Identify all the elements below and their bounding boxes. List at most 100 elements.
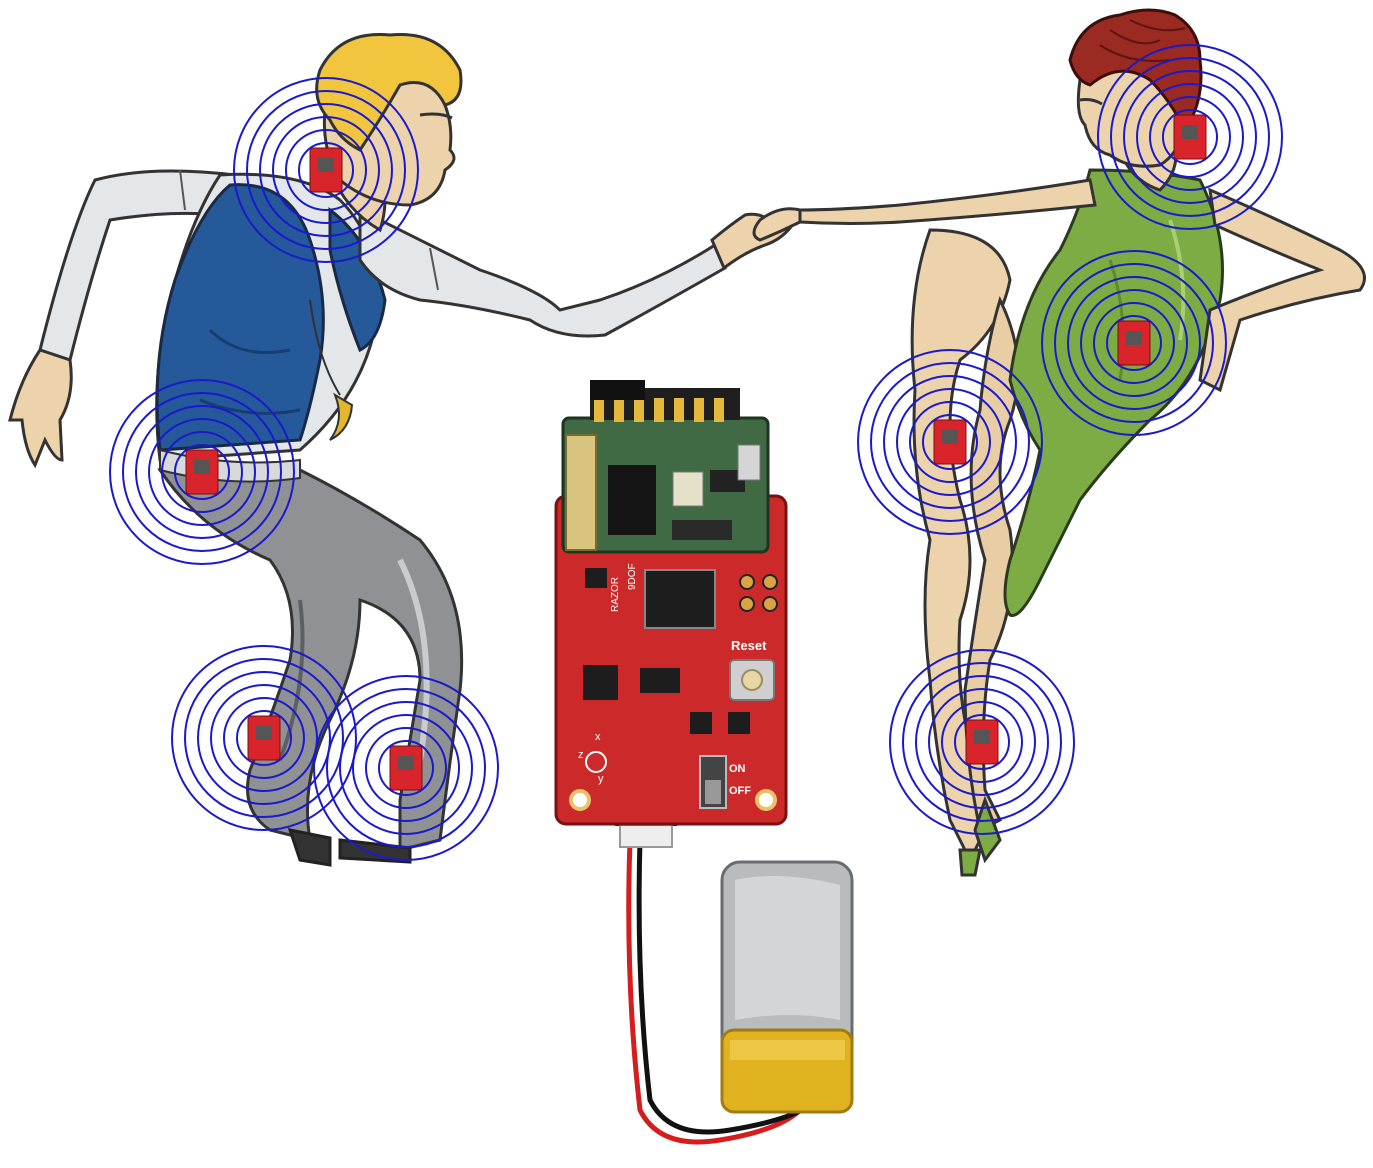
mini-sensor-chip xyxy=(318,158,334,172)
header-pins xyxy=(590,380,740,422)
silk-razor-label: RAZOR xyxy=(610,577,621,612)
signal-ring xyxy=(378,740,434,796)
silk-reset-label: Reset xyxy=(731,638,767,653)
sensor-node xyxy=(889,649,1075,835)
signal-ring xyxy=(1080,289,1188,397)
battery-wire-black xyxy=(636,839,812,1135)
signal-ring xyxy=(941,701,1023,783)
sensor-node xyxy=(233,77,419,263)
signal-ring xyxy=(259,103,393,237)
silk-z-label: z xyxy=(578,749,584,761)
sensor-node xyxy=(171,645,357,831)
signal-ring xyxy=(1054,263,1214,423)
signal-ring xyxy=(857,349,1043,535)
mini-sensor-chip xyxy=(398,756,414,770)
razor-imu-board-photo: Reset ON OFF RAZOR 9DOF x z y xyxy=(554,380,854,1145)
mounting-hole xyxy=(755,789,777,811)
signal-ring xyxy=(922,414,978,470)
signal-ring xyxy=(928,688,1036,796)
signal-ring xyxy=(148,418,256,526)
signal-ring xyxy=(902,662,1062,822)
signal-ring xyxy=(1149,96,1231,178)
silk-on-label: ON xyxy=(729,763,746,775)
female-dancer-illustration xyxy=(752,8,1366,877)
sensor-node xyxy=(109,379,295,565)
sensor-node xyxy=(1097,44,1283,230)
battery-wire-red xyxy=(626,839,802,1145)
signal-ring xyxy=(889,649,1075,835)
man-left-hand xyxy=(8,348,73,469)
signal-ring xyxy=(1067,276,1201,410)
signal-ring xyxy=(184,658,344,818)
signal-ring xyxy=(285,129,367,211)
signal-ring xyxy=(326,688,486,848)
silk-x-label: x xyxy=(595,731,601,743)
signal-ring xyxy=(122,392,282,552)
woman-right-arm xyxy=(1198,187,1366,393)
silk-y-label: y xyxy=(598,773,604,785)
man-necklace-pendant xyxy=(329,392,354,441)
signal-ring xyxy=(909,401,991,483)
signal-ring xyxy=(339,701,473,835)
ic-chip xyxy=(690,712,712,734)
signal-ring xyxy=(1097,44,1283,230)
woman-left-arm xyxy=(798,178,1097,225)
male-dancer-illustration xyxy=(8,32,793,867)
mini-sensor-chip xyxy=(194,460,210,474)
signal-ring xyxy=(954,714,1010,770)
man-pants xyxy=(157,468,464,852)
sensor-node xyxy=(1041,250,1227,436)
signal-ring xyxy=(1110,57,1270,217)
signal-ring xyxy=(246,90,406,250)
mcu-chip xyxy=(644,569,716,629)
signal-ring xyxy=(236,710,292,766)
signal-ring xyxy=(352,714,460,822)
mini-sensor-chip xyxy=(974,730,990,744)
woman-hand xyxy=(752,207,802,242)
signal-ring xyxy=(161,431,243,513)
mini-sensor-chip xyxy=(256,726,272,740)
man-right-arm xyxy=(358,207,727,338)
signal-ring xyxy=(1136,83,1244,191)
sensor-node xyxy=(313,675,499,861)
signal-ring xyxy=(1041,250,1227,436)
silk-off-label: OFF xyxy=(729,785,751,797)
signal-ring xyxy=(109,379,295,565)
signal-ring xyxy=(365,727,447,809)
signal-ring xyxy=(915,675,1049,809)
man-hair xyxy=(315,32,463,152)
mini-sensor-chip xyxy=(1182,125,1198,139)
mini-sensor-chip xyxy=(942,430,958,444)
signal-ring xyxy=(197,671,331,805)
signal-ring xyxy=(1093,302,1175,384)
signal-ring xyxy=(210,684,318,792)
ic-chip xyxy=(583,665,618,700)
woman-shoe xyxy=(958,848,982,877)
signal-ring xyxy=(883,375,1017,509)
sensor-nodes xyxy=(109,44,1283,861)
signal-ring xyxy=(870,362,1030,522)
signal-ring xyxy=(1123,70,1257,204)
silk-dof-label: 9DOF xyxy=(627,563,638,590)
mounting-hole xyxy=(569,789,591,811)
sensor-node xyxy=(857,349,1043,535)
mini-sensor-chip xyxy=(1126,331,1142,345)
ic-chip xyxy=(728,712,750,734)
wireless-module xyxy=(561,416,770,554)
signal-ring xyxy=(1162,109,1218,165)
ic-chip xyxy=(585,568,607,588)
ic-chip xyxy=(640,668,680,693)
signal-ring xyxy=(1106,315,1162,371)
signal-ring xyxy=(896,388,1004,496)
signal-ring xyxy=(223,697,305,779)
signal-ring xyxy=(135,405,269,539)
signal-ring xyxy=(272,116,380,224)
signal-ring xyxy=(233,77,419,263)
signal-ring xyxy=(171,645,357,831)
signal-ring xyxy=(313,675,499,861)
man-shoe xyxy=(287,828,332,867)
signal-ring xyxy=(298,142,354,198)
signal-ring xyxy=(174,444,230,500)
